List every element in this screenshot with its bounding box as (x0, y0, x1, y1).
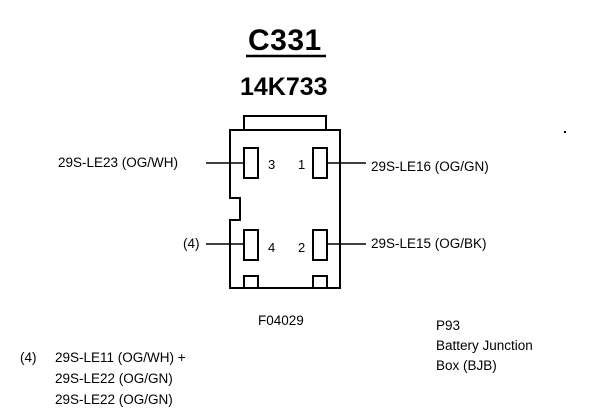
stray-mark (564, 131, 566, 133)
footnote-line-2: 29S-LE22 (OG/GN) (55, 371, 173, 386)
connector-foot-left (243, 275, 259, 289)
connector-id: C331 (248, 24, 322, 57)
pin-3-circuit-label: 29S-LE23 (OG/WH) (58, 155, 179, 170)
pin-1-circuit-label: 29S-LE16 (OG/GN) (371, 159, 489, 174)
connector-top-tab (243, 115, 327, 131)
pin-1-terminal (312, 147, 328, 179)
location-line-2: Box (BJB) (436, 358, 497, 373)
pin-1-number: 1 (298, 157, 306, 172)
footnote-marker: (4) (20, 350, 37, 365)
pin-4-terminal (243, 229, 259, 261)
pin-2-terminal (312, 229, 328, 261)
pin-4-number: 4 (268, 240, 276, 255)
footnote-line-1: 29S-LE11 (OG/WH) + (55, 350, 186, 365)
pin-3-terminal (243, 147, 259, 179)
figure-code: F04029 (258, 313, 304, 328)
pin-2-number: 2 (298, 240, 306, 255)
footnote-line-3: 29S-LE22 (OG/GN) (55, 392, 173, 407)
location-code: P93 (436, 318, 461, 333)
connector-foot-right (312, 275, 328, 289)
location-line-1: Battery Junction (436, 338, 533, 353)
pin-3-number: 3 (268, 157, 276, 172)
pin-2-circuit-label: 29S-LE15 (OG/BK) (371, 236, 487, 251)
pin-4-circuit-label: (4) (183, 236, 200, 251)
part-number: 14K733 (240, 73, 328, 101)
